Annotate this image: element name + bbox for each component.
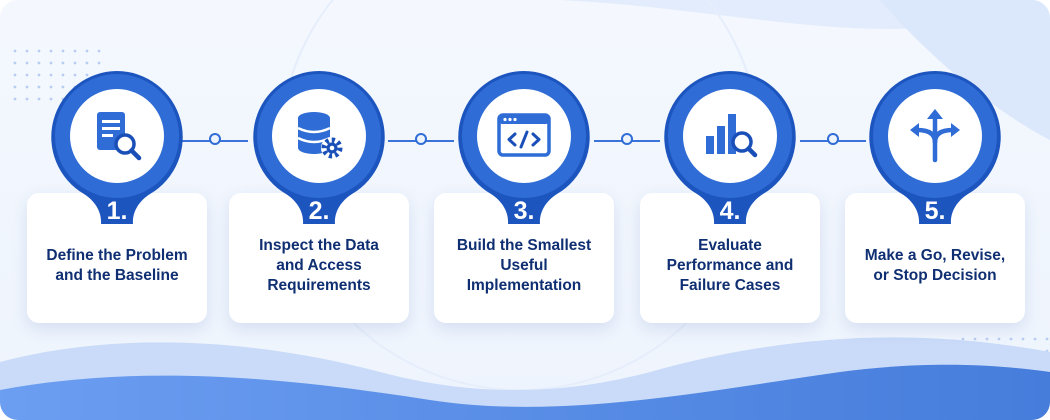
step-number: 2. [308,197,330,225]
step-5: Make a Go, Revise, or Stop Decision 5. [845,68,1025,324]
step-description: Inspect the Data and Access Requirements [259,237,379,294]
chart-search-icon [706,114,758,158]
step-2: Inspect the Data and Access Requirements… [229,68,409,324]
document-search-icon [97,112,142,161]
step-description: Define the Problem and the Baseline [46,247,188,284]
step-card: Build the Smallest Useful Implementation [434,193,614,323]
connector-node-4 [827,133,839,145]
step-card: Evaluate Performance and Failure Cases [640,193,820,323]
step-card: Define the Problem and the Baseline [27,193,207,323]
step-3: Build the Smallest Useful Implementation… [434,68,614,324]
code-window-icon [497,113,551,157]
connector-node-3 [621,133,633,145]
database-gear-icon [297,112,343,159]
step-number: 4. [719,197,741,225]
step-pin: 1. [47,68,187,228]
step-pin: 2. [249,68,389,228]
step-pin: 3. [454,68,594,228]
step-number: 1. [106,197,128,225]
step-card: Inspect the Data and Access Requirements [229,193,409,323]
step-number: 3. [513,197,535,225]
step-pin: 4. [660,68,800,228]
step-4: Evaluate Performance and Failure Cases 4… [640,68,820,324]
branching-arrows-icon [910,109,960,163]
connector-node-2 [415,133,427,145]
step-description: Make a Go, Revise, or Stop Decision [864,247,1006,284]
step-pin: 5. [865,68,1005,228]
wave-front [0,364,1050,420]
step-1: Define the Problem and the Baseline 1. [27,68,207,324]
top-right-blob [880,0,1050,140]
step-description: Build the Smallest Useful Implementation [456,237,592,294]
connector-node-1 [209,133,221,145]
step-description: Evaluate Performance and Failure Cases [666,237,794,294]
step-number: 5. [924,197,946,225]
